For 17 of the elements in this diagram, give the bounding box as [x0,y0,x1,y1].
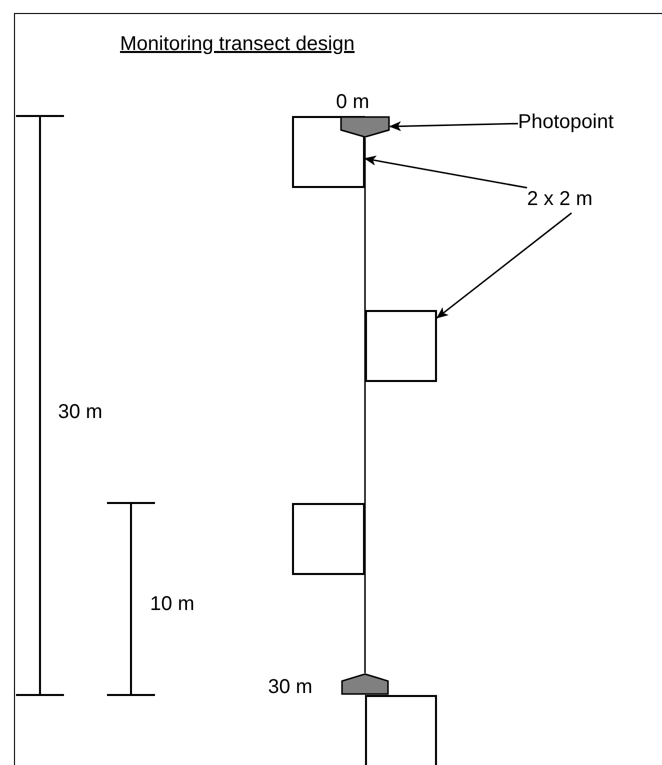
distance-label: 30 m [268,675,312,700]
arrow [364,156,528,188]
callout-text: 2 x 2 m [527,185,593,213]
dimension-label: 30 m [58,400,102,425]
transect-line [364,138,366,673]
quadrat-plot [365,695,437,765]
quadrat-plot [292,503,365,575]
quadrat-plot [292,116,365,188]
quadrat-plot [365,310,437,382]
diagram-title: Monitoring transect design [120,32,355,56]
photopoint-marker [340,116,390,138]
arrow [436,212,572,319]
distance-label: 0 m [336,90,370,115]
dimension-label: 10 m [150,592,194,617]
photopoint-marker [341,673,389,695]
callout-text: Photopoint [518,108,614,136]
arrow [389,121,518,132]
